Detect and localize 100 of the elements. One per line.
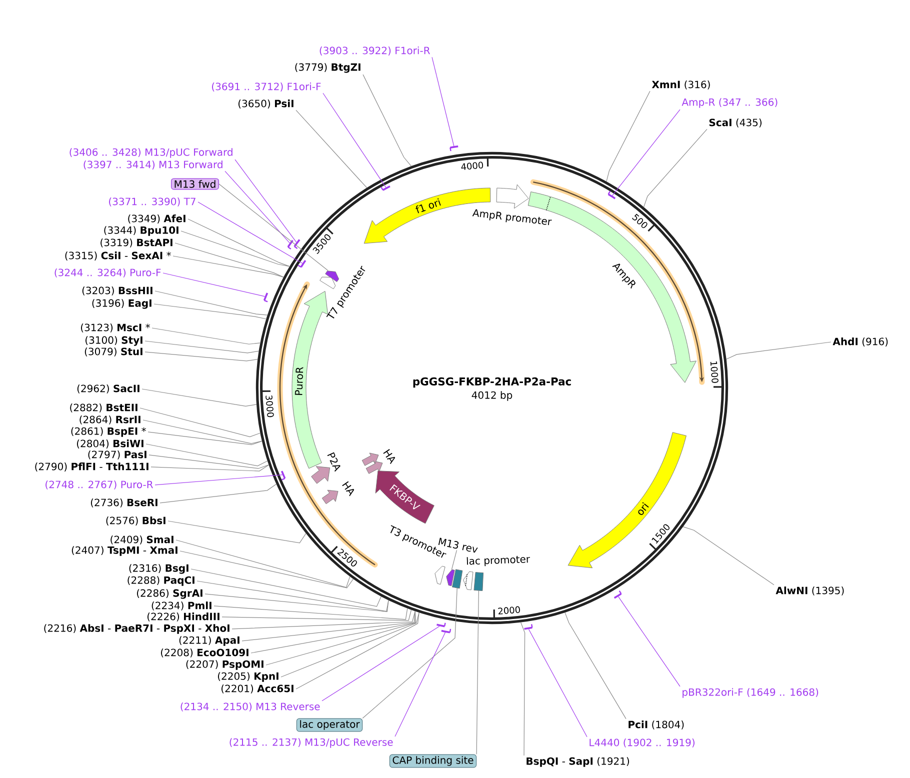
leader-line [451,550,458,570]
leader-line [234,159,297,243]
primer-mark [614,590,622,599]
leader-line [222,609,412,621]
primer-label: pBR322ori-F (1649 .. 1668) [682,688,818,698]
site-label: (3123) MscI* [81,324,150,332]
primer-label: (3406 .. 3428) M13/pUC Forward [70,148,232,158]
site-label: (2407) TspMI - XmaI [72,546,178,556]
tick-label: 3000 [266,395,274,418]
leader-line [154,304,267,320]
site-label: (3196) EagI [92,299,152,309]
site-label: (2804) BsiWI [76,440,144,448]
site-label: (2962) SacII [77,384,140,394]
site-label: (2576) BbsI [106,516,166,526]
leader-line [196,580,389,612]
node-label: lac promoter [466,556,530,566]
primer-label: (3397 .. 3414) M13 Forward [84,160,222,170]
site-label: AhdI (916) [832,338,888,346]
leader-line [224,170,290,244]
leader-line [280,612,420,678]
site-label: BspQI - SapI (1921) [526,757,630,767]
leader-line [154,474,283,486]
primer-mark [450,145,458,152]
site-label: (3779) BtgZI [295,63,360,73]
leader-line [204,594,389,612]
primer-label: (3371 .. 3390) T7 [109,198,196,206]
leader-line [362,588,458,719]
primer-mark [608,190,616,200]
leader-line [612,109,680,196]
leader-line [180,550,354,588]
primer-mark [441,628,452,634]
site-label: (3319) BstAPI [100,238,172,248]
leader-line [322,626,440,702]
primer-mark [436,622,446,628]
leader-line [520,622,526,756]
site-label: AlwNI (1395) [776,586,844,596]
leader-line [176,540,350,588]
leader-line [144,340,260,354]
primer-label: Amp-R (347 .. 366) [682,98,778,108]
feature-tag: CAP binding site [389,754,477,768]
leader-line [174,242,284,278]
leader-line [162,272,266,297]
site-label: (2790) PflFI - Tth111I [35,462,148,472]
leader-line [362,74,412,167]
site-label: (3079) StuI [84,348,142,356]
site-label: (2316) BsgI [129,564,188,574]
leader-line [432,56,454,146]
primer-mark [280,470,286,480]
leader-line [266,610,416,666]
leader-line [144,352,258,362]
tick-label: 1000 [710,361,718,383]
leader-line [142,388,257,406]
site-label: (2797) PasI [88,450,146,460]
site-label: (2234) PmlI [152,602,212,610]
site-label: (2207) PspOMI [186,660,264,670]
primer-mark [298,260,306,268]
feature-block [446,569,455,586]
leader-line [140,408,261,438]
site-label: (2226) HindIII [148,612,220,622]
primer-mark [380,186,390,191]
site-label: (2288) PaqCI [128,576,194,586]
primer-label: (2134 .. 2150) M13 Reverse [180,702,320,712]
feature-box [452,569,463,589]
site-label: (2882) BstEII [70,404,138,412]
feature-tag: M13 fwd [171,178,220,190]
site-label: (2205) KpnI [218,672,278,682]
leader-line [606,90,650,182]
leader-line [198,202,303,264]
node-label: HA [383,449,396,464]
leader-line [726,342,832,360]
primer-label: L4440 (1902 .. 1919) [590,738,694,748]
site-label: (2861) BspEI* [71,427,146,437]
leader-line [528,628,588,738]
leader-line [296,612,420,690]
primer-label: (3244 .. 3264) Puro-F [54,268,161,278]
leader-line [214,606,408,620]
leader-line [218,184,328,271]
site-label: (2409) SmaI [110,536,174,544]
feature-box [474,572,484,591]
leader-line [232,610,416,630]
feature-block: lac promoter [463,556,530,590]
plasmid-size: 4012 bp [472,391,512,401]
tick-label: 500 [632,214,648,228]
primer-mark [524,624,533,630]
leader-line [168,520,306,544]
site-label: (3349) AfeI [128,214,186,224]
leader-line [476,590,479,755]
site-label: (2201) Acc65I [222,684,294,694]
site-label: (3203) BssHII [82,286,152,296]
site-label: PciI (1804) [628,720,684,730]
leader-line [150,464,270,472]
leader-line [188,218,290,267]
site-label: (3315) CsiI - SexAI* [65,252,171,260]
primer-mark [263,292,268,302]
leader-line [618,596,680,687]
primer-mark [294,239,300,250]
site-label: (3100) StyI [86,336,142,346]
site-label: (2211) ApaI [179,636,240,646]
leader-line [146,444,268,466]
site-label: (2216) AbsI - PaeR7I - PspXI - XhoI [44,624,230,634]
